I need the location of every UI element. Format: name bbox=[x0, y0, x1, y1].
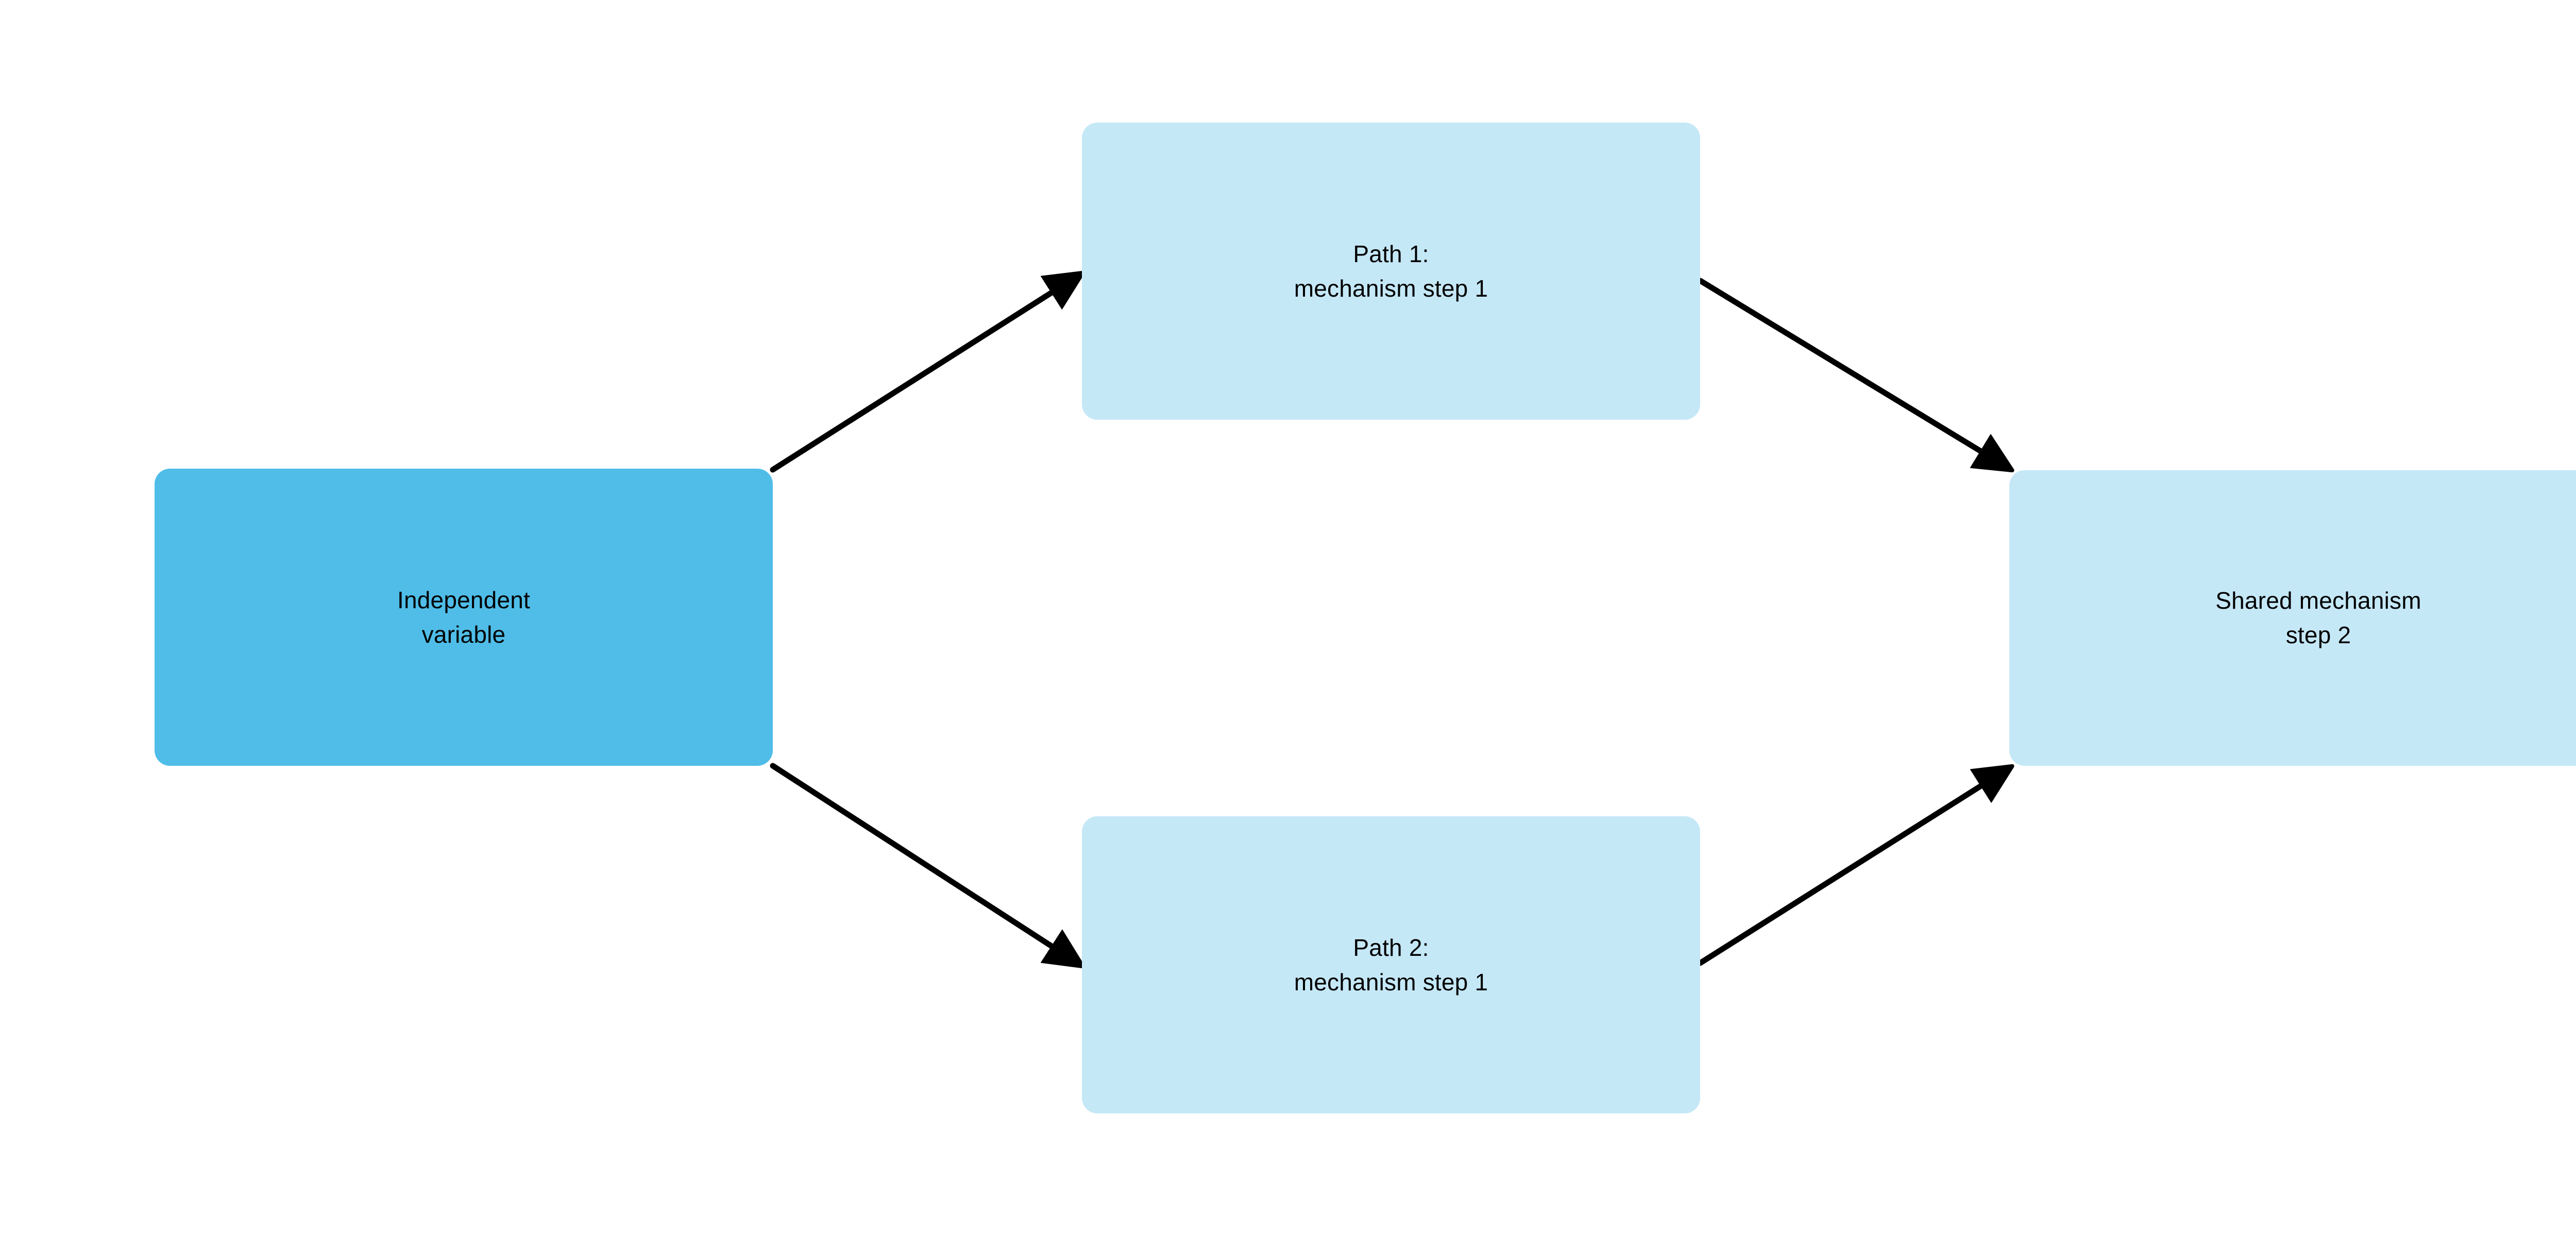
edge-iv-to-path1 bbox=[770, 274, 1081, 473]
node-path-1-mechanism-step-1[interactable]: Path 1: mechanism step 1 bbox=[1082, 123, 1700, 420]
node-independent-variable-label: Independent variable bbox=[397, 586, 530, 648]
edge-iv-to-path2 bbox=[770, 763, 1081, 965]
edge-path1-to-shared bbox=[1697, 278, 2010, 469]
node-independent-variable[interactable]: Independent variable bbox=[155, 469, 773, 766]
node-path-1-mechanism-step-1-label: Path 1: mechanism step 1 bbox=[1294, 240, 1488, 302]
node-path-2-mechanism-step-1-label: Path 2: mechanism step 1 bbox=[1294, 934, 1488, 995]
node-shared-mechanism-step-2-label: Shared mechanism step 2 bbox=[2215, 587, 2421, 648]
node-path-2-mechanism-step-1[interactable]: Path 2: mechanism step 1 bbox=[1082, 816, 1700, 1113]
node-shared-mechanism-step-2[interactable]: Shared mechanism step 2 bbox=[2009, 470, 2576, 766]
edge-path2-to-shared bbox=[1697, 767, 2010, 966]
